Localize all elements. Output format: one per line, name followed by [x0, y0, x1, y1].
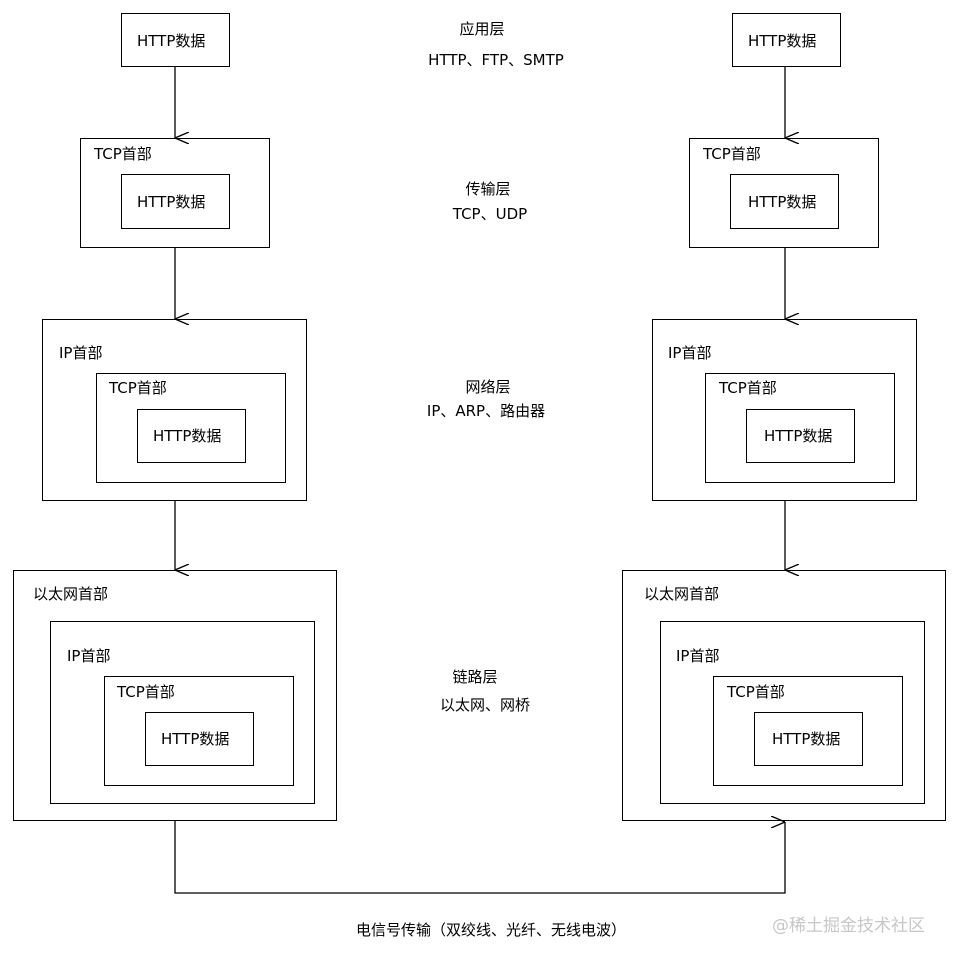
left-network-http-label: HTTP数据	[153, 427, 222, 445]
transmission-path	[174, 821, 786, 894]
layer-link-protocols: 以太网、网桥	[439, 696, 530, 714]
right-link-http-label: HTTP数据	[772, 730, 841, 748]
right-link-tcp-label: TCP首部	[727, 683, 785, 701]
left-network-ip-box	[42, 319, 307, 501]
left-link-eth-box	[13, 570, 337, 821]
layer-network-protocols: IP、ARP、路由器	[426, 402, 546, 420]
right-app-http-label: HTTP数据	[748, 32, 817, 50]
left-link-tcp-box	[104, 676, 294, 786]
left-app-http-label: HTTP数据	[137, 32, 206, 50]
layer-app-protocols: HTTP、FTP、SMTP	[428, 51, 564, 69]
left-transport-http-box	[121, 174, 230, 229]
left-network-ip-label: IP首部	[59, 344, 103, 362]
right-transport-http-box	[730, 174, 839, 229]
layer-link-name: 链路层	[452, 668, 498, 686]
right-network-http-label: HTTP数据	[764, 427, 833, 445]
left-network-tcp-label: TCP首部	[109, 379, 167, 397]
transmission-caption: 电信号传输（双绞线、光纤、无线电波）	[356, 921, 627, 939]
left-link-ip-label: IP首部	[67, 647, 111, 665]
right-transport-tcp-label: TCP首部	[703, 145, 761, 163]
left-link-http-label: HTTP数据	[161, 730, 230, 748]
right-link-ip-label: IP首部	[676, 647, 720, 665]
right-network-tcp-label: TCP首部	[719, 379, 777, 397]
watermark: @稀土掘金技术社区	[772, 916, 925, 936]
left-transport-tcp-label: TCP首部	[94, 145, 152, 163]
right-link-ip-box	[660, 621, 925, 804]
left-link-eth-label: 以太网首部	[33, 585, 109, 603]
left-link-ip-box	[50, 621, 315, 804]
right-link-http-box	[754, 712, 863, 766]
right-link-tcp-box	[713, 676, 903, 786]
left-network-http-box	[137, 409, 246, 463]
right-network-http-box	[746, 409, 855, 463]
right-network-ip-box	[652, 319, 917, 501]
right-network-ip-label: IP首部	[668, 344, 712, 362]
right-app-http-box	[732, 13, 841, 67]
left-link-http-box	[145, 712, 254, 766]
right-link-eth-box	[622, 570, 946, 821]
layer-transport-name: 传输层	[465, 180, 511, 198]
right-link-eth-label: 以太网首部	[644, 585, 720, 603]
layer-network-name: 网络层	[465, 378, 511, 396]
layer-app-name: 应用层	[459, 20, 505, 38]
left-app-http-box	[121, 13, 230, 67]
left-transport-tcp-box	[80, 138, 270, 248]
left-transport-http-label: HTTP数据	[137, 193, 206, 211]
layer-transport-protocols: TCP、UDP	[452, 205, 528, 223]
right-transport-tcp-box	[689, 138, 879, 248]
right-network-tcp-box	[705, 373, 895, 483]
right-transport-http-label: HTTP数据	[748, 193, 817, 211]
left-network-tcp-box	[96, 373, 286, 483]
left-link-tcp-label: TCP首部	[117, 683, 175, 701]
